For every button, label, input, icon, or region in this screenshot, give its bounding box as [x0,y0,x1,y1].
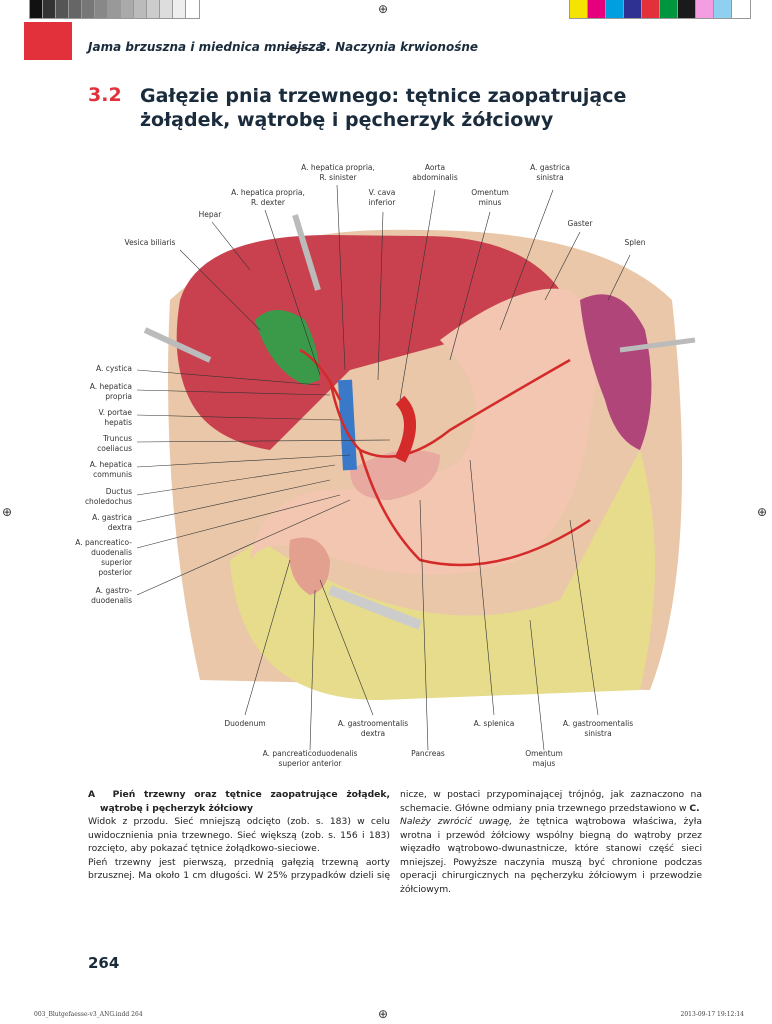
caption-paragraph: Widok z przodu. Sieć mniejszą odcięto (z… [88,816,390,854]
caption-text: że tętnica wątrobowa właściwa, żyła wrot… [400,816,702,895]
footer-timestamp: 2013-09-17 19:12:14 [680,1011,744,1018]
label-duodenum: Duodenum [224,719,266,728]
label-a-gastroomentalis-sinistra: A. gastroomentalis sinistra [562,719,634,738]
registration-swatch [55,0,70,19]
label-truncus-coeliacus: Truncus coeliacus [97,434,132,453]
registration-swatch [185,0,200,19]
label-pancreas: Pancreas [411,749,445,758]
label-splen: Splen [624,238,646,247]
registration-swatch [68,0,83,19]
registration-mark-icon: ⊕ [757,505,768,519]
registration-mark-icon: ⊕ [378,2,389,16]
registration-swatch [569,0,589,19]
registration-swatch [605,0,625,19]
retractor [619,337,696,353]
registration-swatch [677,0,697,19]
registration-swatch [713,0,733,19]
header-divider [282,48,310,49]
registration-swatch [120,0,135,19]
retractor [143,327,212,363]
caption-column-left: A Pień trzewny oraz tętnice zaopatrujące… [88,788,390,883]
label-a-gastroduodenalis: A. gastro- duodenalis [91,586,132,605]
registration-swatch [587,0,607,19]
registration-swatch [731,0,751,19]
figure-letter: A [88,789,96,800]
gallbladder [255,310,320,385]
duodenum [289,537,330,595]
label-omentum-minus: Omentum minus [471,188,509,207]
caption-emphasis: Należy zwrócić uwagę, [400,816,513,827]
label-a-gastrica-sinistra: A. gastrica sinistra [530,163,570,182]
label-a-pancreaticoduodenalis-superior-posterior: A. pancreatico- duodenalis superior post… [75,538,132,577]
label-hepar: Hepar [198,210,222,219]
omentum-majus [230,450,655,700]
chapter-tab [24,22,72,60]
registration-swatch [623,0,643,19]
caption-paragraph: Pień trzewny jest pierwszą, przednią gał… [88,856,390,882]
registration-swatch [146,0,161,19]
registration-swatch [133,0,148,19]
registration-mark-icon: ⊕ [378,1007,389,1021]
registration-swatch [29,0,44,19]
label-a-cystica: A. cystica [96,364,132,373]
arteries [299,348,591,567]
running-header-chapter: Jama brzuszna i miednica mniejsza [88,40,324,54]
label-a-hepatica-propria-r-dexter: A. hepatica propria, R. dexter [231,188,305,207]
label-a-hepatica-propria: A. hepatica propria [89,382,132,401]
registration-mark-icon: ⊕ [2,505,13,519]
figure-reference: C. [689,802,700,814]
label-a-splenica: A. splenica [473,719,515,728]
running-header-section: 3. Naczynia krwionośne [318,40,479,54]
footer-file: 003_Blutgefaesse-v3_ANG.indd 264 [34,1011,143,1018]
label-gaster: Gaster [567,219,593,228]
registration-swatch [659,0,679,19]
label-vesica-biliaris: Vesica biliaris [124,238,176,247]
label-v-portae-hepatis: V. portae hepatis [98,408,132,427]
spleen [580,294,652,450]
retractor [292,214,321,291]
section-number: 3.2 [88,84,122,106]
caption-heading: A Pień trzewny oraz tętnice zaopatrujące… [88,788,390,815]
retractor [328,585,422,630]
label-a-gastroomentalis-dextra: A. gastroomentalis dextra [337,719,409,738]
registration-swatch [94,0,109,19]
label-a-hepatica-communis: A. hepatica communis [89,460,132,479]
registration-swatch [172,0,187,19]
registration-swatch [107,0,122,19]
registration-swatch [42,0,57,19]
label-a-gastrica-dextra: A. gastrica dextra [92,513,132,532]
registration-swatch [695,0,715,19]
page-number: 264 [88,954,120,972]
caption-column-right: nicze, w postaci przypominającej trójnóg… [400,788,702,896]
label-aorta-abdominalis: Aorta abdominalis [412,163,458,182]
label-a-hepatica-propria-r-sinister: A. hepatica propria, R. sinister [301,163,375,182]
portal-vein [338,379,357,471]
registration-swatch [641,0,661,19]
stomach [250,288,597,575]
caption-paragraph: Należy zwrócić uwagę, że tętnica wątrobo… [400,815,702,896]
label-ductus-choledochus: Ductus choledochus [84,487,132,506]
caption-text: nicze, w postaci przypominającej trójnóg… [400,789,702,814]
aorta [394,395,416,463]
caption-paragraph-continued: nicze, w postaci przypominającej trójnóg… [400,788,702,815]
label-v-cava-inferior: V. cava inferior [368,188,396,207]
registration-swatch [81,0,96,19]
page-title: Gałęzie pnia trzewnego: tętnice zaopatru… [140,85,627,131]
registration-swatch [159,0,174,19]
label-a-pancreaticoduodenalis-superior-anterior: A. pancreaticoduodenalis superior anteri… [262,749,358,768]
label-omentum-majus: Omentum majus [525,749,563,768]
liver [176,235,560,450]
figure-heading: Pień trzewny oraz tętnice zaopatrujące ż… [100,789,390,814]
